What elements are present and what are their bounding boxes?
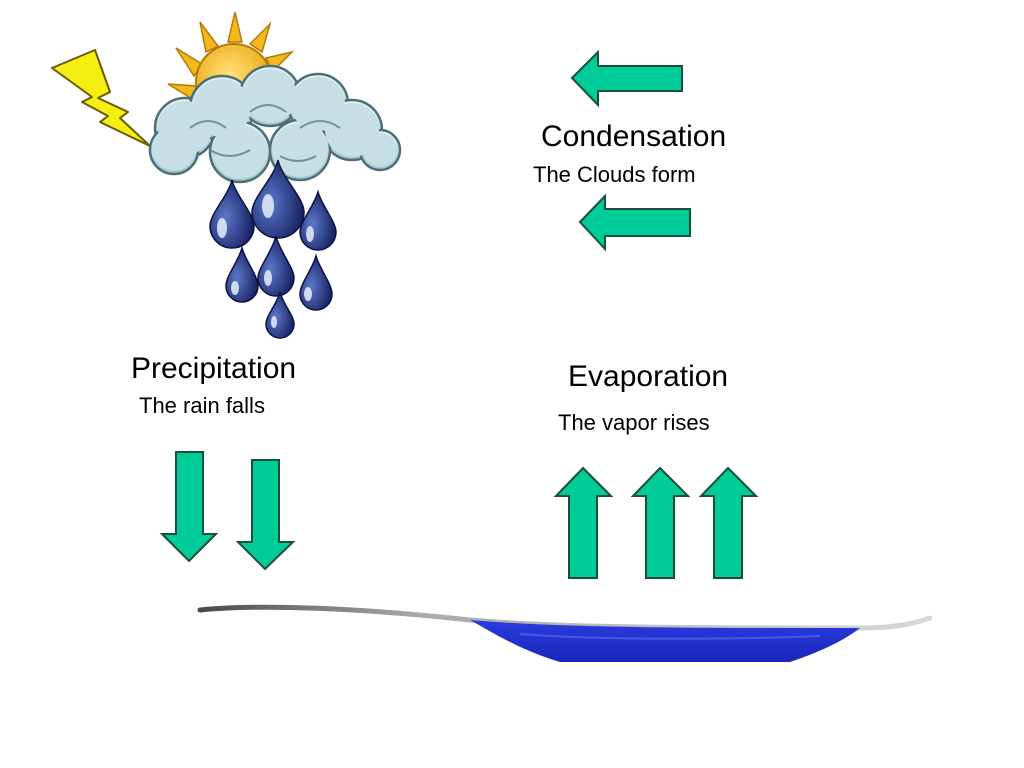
precipitation-arrow-icon bbox=[235, 459, 296, 571]
lightning-bolt-icon bbox=[51, 49, 151, 147]
evaporation-arrow-icon bbox=[630, 466, 691, 579]
precipitation-arrow-icon bbox=[159, 451, 219, 563]
evaporation-subtitle: The vapor rises bbox=[558, 410, 710, 435]
condensation-arrow-icon bbox=[570, 49, 683, 108]
condensation-subtitle: The Clouds form bbox=[533, 162, 696, 187]
evaporation-title: Evaporation bbox=[568, 360, 729, 393]
precipitation-subtitle: The rain falls bbox=[139, 393, 265, 418]
precipitation-title: Precipitation bbox=[131, 352, 297, 385]
cloud-icon bbox=[148, 64, 402, 184]
water-body-icon bbox=[197, 604, 933, 662]
condensation-arrow-icon bbox=[578, 193, 691, 252]
evaporation-arrow-icon bbox=[553, 466, 614, 579]
evaporation-arrow-icon bbox=[698, 466, 759, 579]
raindrops-icon bbox=[209, 159, 337, 339]
condensation-title: Condensation bbox=[541, 120, 727, 153]
